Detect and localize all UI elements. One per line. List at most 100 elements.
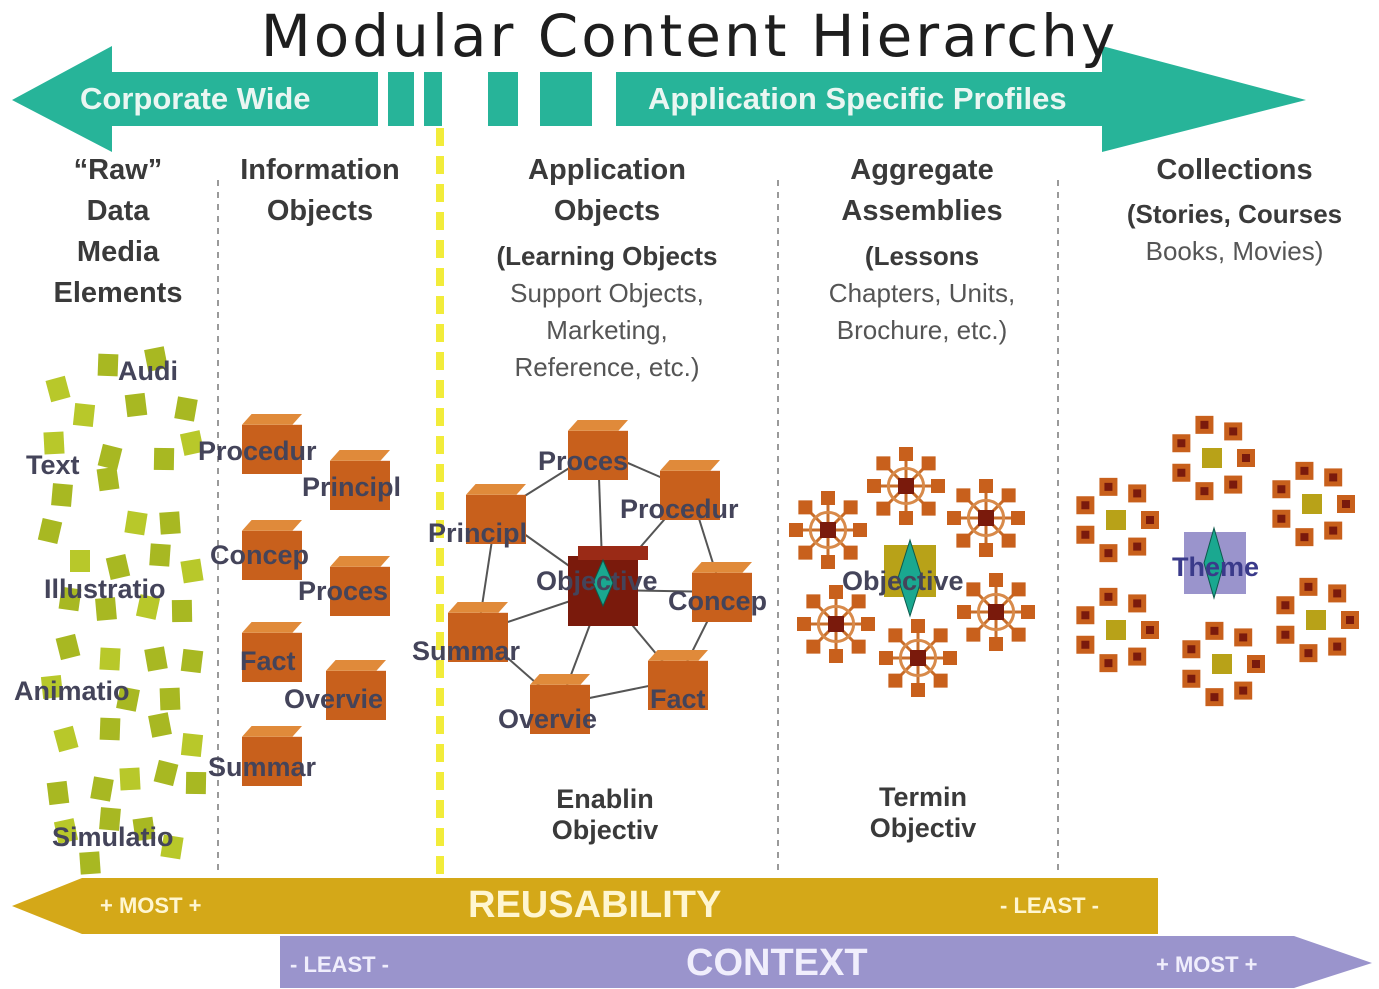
cluster-node-center: [1300, 533, 1309, 542]
rosette-node: [989, 573, 1003, 587]
cluster-node-center: [1146, 626, 1154, 634]
reusability-label: REUSABILITY: [468, 884, 722, 926]
media-element-block: [179, 430, 205, 456]
objective-block-top: [578, 546, 648, 560]
information-object-cube-face: [326, 670, 386, 720]
raw-label-animation: Animatio: [14, 676, 130, 706]
rosette-node: [911, 683, 925, 697]
rosette-node: [861, 617, 875, 631]
network-object-cube: [448, 602, 508, 662]
network-label-overview: Overvie: [498, 704, 598, 734]
rosette-node: [821, 491, 835, 505]
network-label-principle: Principl: [428, 518, 528, 548]
media-element-block: [55, 633, 81, 661]
context-band: [280, 936, 1372, 988]
media-element-block: [174, 396, 198, 422]
media-element-block: [37, 518, 63, 544]
media-element-block: [45, 375, 71, 403]
information-object-cube: [242, 414, 302, 474]
rosette-node: [921, 456, 936, 471]
network-label-concept: Concep: [668, 586, 768, 616]
theme-diamond-icon: [1203, 526, 1225, 600]
assembly-rosette: [797, 585, 875, 663]
collection-cluster: [1182, 621, 1265, 707]
rosette-node: [966, 627, 981, 642]
network-center-label: Objective: [536, 566, 658, 596]
cluster-node-center: [1133, 599, 1142, 608]
network-label-process: Proces: [538, 446, 629, 476]
information-object-cube-top: [242, 520, 302, 531]
info-label-principle: Principl: [302, 472, 402, 502]
network-object-cube-top: [692, 562, 752, 573]
cluster-node-center: [1329, 526, 1338, 535]
rosette-node: [947, 511, 961, 525]
network-object-cube: [692, 562, 752, 622]
cluster-center: [1202, 448, 1222, 468]
information-object-cube-face: [330, 460, 390, 510]
cluster-node-center: [1081, 640, 1090, 649]
rosette-node: [829, 649, 843, 663]
network-object-cube-face: [530, 684, 590, 734]
network-object-cube: [568, 420, 628, 480]
cluster-center: [1306, 610, 1326, 630]
rosette-node: [1021, 605, 1035, 619]
media-element-block: [171, 599, 193, 623]
rosette-ring: [976, 592, 1016, 632]
rosette-node: [851, 594, 866, 609]
theme-center: [1184, 526, 1246, 600]
page-title: Modular Content Hierarchy: [260, 2, 1119, 70]
rosette-center: [820, 522, 836, 538]
cluster-node-center: [1300, 466, 1309, 475]
rosette-node: [957, 605, 971, 619]
rosette-ring: [808, 510, 848, 550]
rosette-node: [966, 582, 981, 597]
assembly-rosette: [879, 619, 957, 697]
network-objects: [448, 420, 752, 734]
rosette-node: [798, 500, 813, 515]
network-object-cube: [466, 484, 526, 544]
info-label-concept: Concep: [210, 540, 310, 570]
theme-label: Theme: [1172, 552, 1260, 582]
collection-cluster: [1076, 477, 1159, 563]
rosette-center: [988, 604, 1004, 620]
rosette-node: [956, 488, 971, 503]
cluster-node-center: [1177, 439, 1186, 448]
arrow-segment: [424, 72, 442, 126]
rosette-ring: [966, 498, 1006, 538]
media-element-block: [180, 558, 204, 584]
context-label: CONTEXT: [686, 942, 868, 984]
aggregate-objective: [884, 538, 936, 618]
cluster-node-center: [1210, 626, 1219, 635]
network-object-cube-top: [448, 602, 508, 613]
media-element-block: [97, 353, 119, 377]
rosette-node: [806, 594, 821, 609]
media-element-block: [51, 483, 73, 507]
cluster-node-center: [1133, 542, 1142, 551]
rosette-center: [910, 650, 926, 666]
right-arrow-head: [616, 46, 1306, 152]
cluster-node-center: [1104, 659, 1113, 668]
cluster-node-center: [1104, 549, 1113, 558]
raw-label-audio: Audi: [118, 356, 178, 386]
arrow-segment: [540, 72, 592, 126]
cluster-node-center: [1342, 500, 1350, 508]
cluster-node-center: [1187, 645, 1196, 654]
rosette-node: [843, 545, 858, 560]
media-element-block: [153, 759, 179, 787]
information-object-cube-top: [242, 726, 302, 737]
media-element-block: [144, 646, 168, 672]
application-specific-label: Application Specific Profiles: [648, 81, 1067, 116]
rosette-node: [911, 619, 925, 633]
cluster-node-center: [1242, 454, 1250, 462]
network-label-fact: Fact: [650, 684, 706, 714]
network-object-cube-top: [648, 650, 708, 661]
rosette-node: [931, 479, 945, 493]
network-object-cube-face: [692, 572, 752, 622]
rosette-node: [789, 523, 803, 537]
media-element-block: [185, 771, 207, 795]
